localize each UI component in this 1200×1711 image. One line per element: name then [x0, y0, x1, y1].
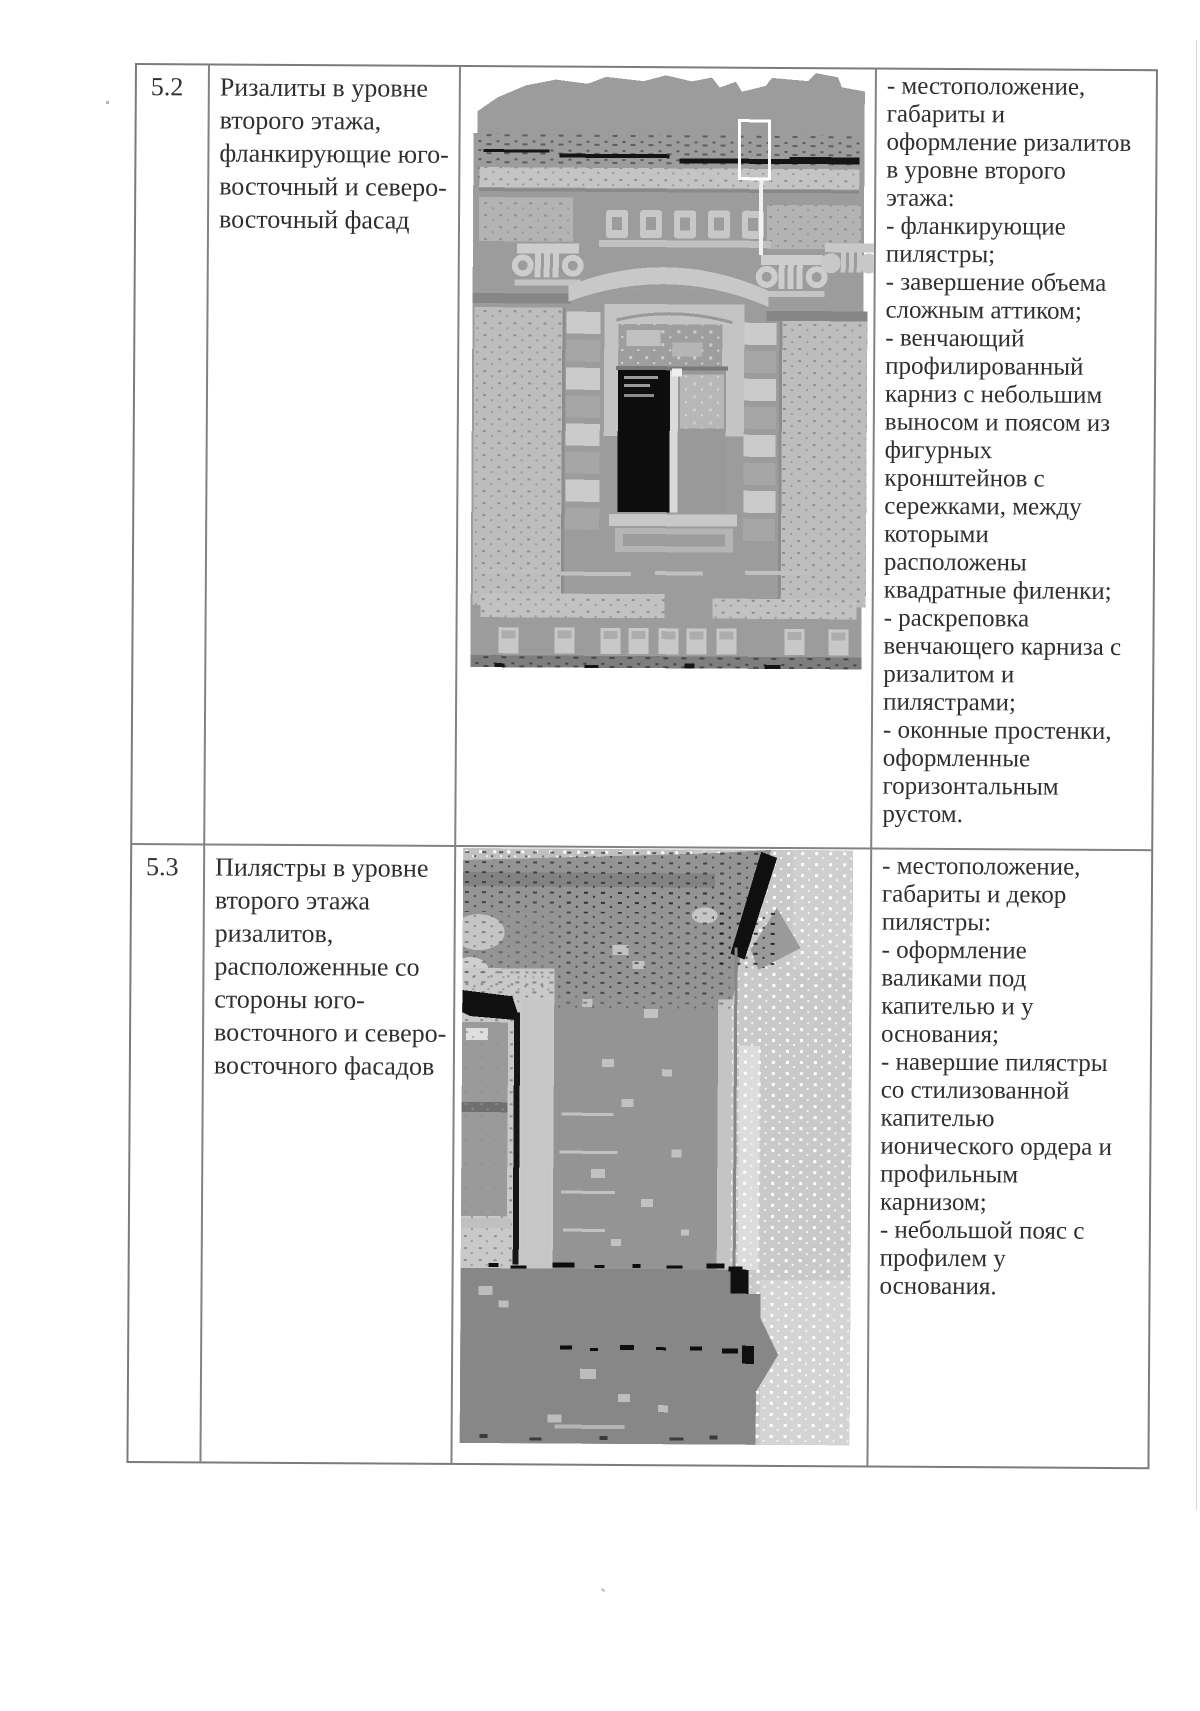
row-subject: Ризалиты в уровне второго этажа, фланкир…	[218, 72, 449, 235]
facade-risalit-photo	[470, 73, 875, 670]
feature-line: - навершие пилястры со стилизованной кап…	[879, 1048, 1112, 1217]
table-row: 5.2 Ризалиты в уровне второго этажа, фла…	[132, 65, 1156, 852]
row-subject: Пилястры в уровне второго этажа ризалито…	[213, 852, 447, 1081]
feature-line: - завершение объема сложным аттиком;	[885, 268, 1107, 325]
row-photo-cell	[452, 846, 873, 1466]
row-features-cell: - местоположение, габариты и оформление …	[872, 69, 1156, 852]
row-features-cell: - местоположение, габариты и декор пиляс…	[868, 850, 1151, 1468]
corner-pilaster-photo	[459, 848, 854, 1446]
row-subject-cell: Пилястры в уровне второго этажа ризалито…	[201, 845, 457, 1463]
feature-line: - местоположение, габариты и оформление …	[886, 72, 1132, 213]
feature-line: - венчающий профилированный карниз с неб…	[883, 324, 1112, 605]
scan-speck	[106, 101, 109, 104]
features-table: 5.2 Ризалиты в уровне второго этажа, фла…	[126, 63, 1158, 1470]
page-edge-scan-line	[1196, 40, 1197, 1510]
scanned-table-wrapper: 5.2 Ризалиты в уровне второго этажа, фла…	[126, 63, 1158, 1470]
row-number: 5.3	[146, 852, 179, 882]
table-row: 5.3 Пилястры в уровне второго этажа риза…	[128, 844, 1151, 1468]
scan-speck	[600, 1588, 606, 1592]
feature-line: - оформление валиками под капителью и у …	[880, 936, 1034, 1049]
feature-line: - раскреповка венчающего карниза с ризал…	[883, 604, 1122, 717]
row-subject-cell: Ризалиты в уровне второго этажа, фланкир…	[205, 65, 461, 847]
feature-line: - оконные простенки, оформленные горизон…	[882, 716, 1112, 829]
feature-line: - небольшой пояс с профилем у основания.	[879, 1216, 1085, 1301]
row-photo-cell	[456, 66, 877, 850]
row-number-cell: 5.2	[132, 65, 210, 846]
row-number-cell: 5.3	[128, 844, 206, 1462]
feature-line: - местоположение, габариты и декор пиляс…	[881, 852, 1081, 937]
feature-line: - фланкирующие пилястры;	[885, 212, 1066, 269]
row-number: 5.2	[150, 72, 184, 102]
